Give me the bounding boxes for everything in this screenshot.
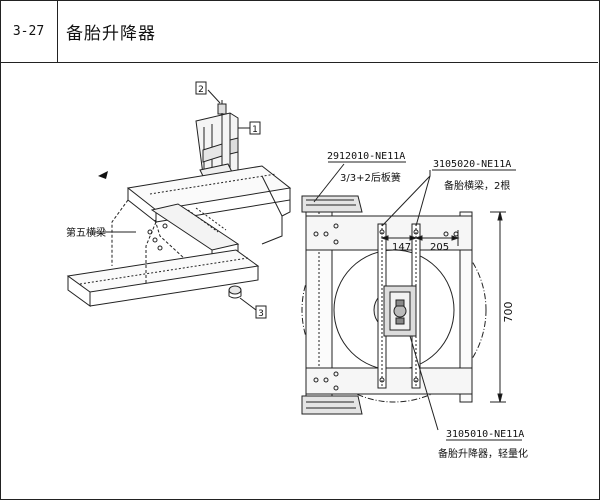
part2-name: 备胎横梁，2根 bbox=[444, 179, 510, 192]
callout-3: 3 bbox=[255, 305, 267, 319]
leaf-spring-top bbox=[301, 195, 363, 213]
svg-text:3: 3 bbox=[258, 309, 264, 319]
mounting-bracket bbox=[195, 100, 239, 187]
svg-text:1: 1 bbox=[252, 125, 258, 135]
section-number: 3-27 bbox=[0, 0, 58, 62]
bottom-crossmember bbox=[305, 367, 473, 395]
callout-2: 2 bbox=[195, 81, 207, 95]
left-figure bbox=[66, 89, 292, 311]
part3-name: 备胎升降器，轻量化 bbox=[438, 447, 528, 460]
section-title: 备胎升降器 bbox=[66, 23, 156, 44]
dimension-147: 147 bbox=[392, 242, 411, 253]
lower-hub bbox=[228, 285, 242, 299]
dimension-700: 700 bbox=[502, 302, 515, 323]
leaf-spring-bottom bbox=[301, 395, 363, 415]
direction-arrow bbox=[98, 171, 108, 179]
lower-frame-rail bbox=[66, 249, 260, 307]
svg-text:2: 2 bbox=[198, 85, 204, 95]
dimension-lines bbox=[380, 211, 506, 403]
callout-1: 1 bbox=[249, 121, 261, 135]
dimension-205: 205 bbox=[430, 242, 449, 253]
spare-lift-assembly bbox=[383, 285, 417, 337]
part1-code: 2912010-NE11A bbox=[327, 151, 405, 162]
part2-code: 3105020-NE11A bbox=[433, 159, 511, 170]
right-figure bbox=[301, 161, 522, 441]
upper-frame-rail bbox=[126, 165, 292, 224]
beam-label: 第五横梁 bbox=[66, 226, 106, 239]
part3-code: 3105010-NE11A bbox=[446, 429, 524, 440]
section-header: 3-27 备胎升降器 bbox=[0, 0, 598, 63]
top-crossmember bbox=[305, 215, 473, 251]
part1-name: 3/3+2后板簧 bbox=[340, 171, 401, 184]
